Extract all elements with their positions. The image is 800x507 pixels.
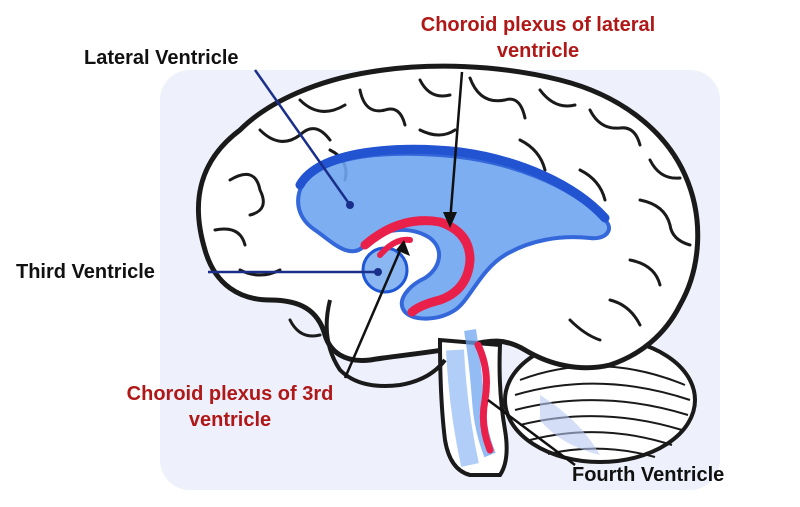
label-choroid-third-line1: Choroid plexus of 3rd <box>126 383 334 405</box>
pointer-lines <box>208 69 576 467</box>
label-choroid-lateral-line1: Choroid plexus of lateral <box>420 14 656 36</box>
pointer-lateral-ventricle <box>253 69 352 206</box>
pointer-choroid-third <box>343 245 404 379</box>
label-fourth-ventricle: Fourth Ventricle <box>572 464 725 486</box>
choroid-plexus <box>360 216 494 454</box>
arrowhead-choroid-third <box>396 240 410 256</box>
label-third-ventricle: Third Ventricle <box>16 261 155 283</box>
label-choroid-plexus-third: Choroid plexus of 3rd ventricle <box>108 381 352 433</box>
label-choroid-plexus-lateral: Choroid plexus of lateral ventricle <box>402 12 674 64</box>
temporal-lobe <box>324 299 447 388</box>
pointer-fourth-ventricle <box>487 398 576 467</box>
label-choroid-lateral-line2: ventricle <box>496 40 580 62</box>
pointer-choroid-lateral <box>448 71 464 223</box>
label-lateral-ventricle: Lateral Ventricle <box>84 47 239 69</box>
arrowhead-choroid-lateral <box>443 212 457 228</box>
label-choroid-third-line2: ventricle <box>188 409 272 431</box>
pointer-dot-lateral <box>346 201 354 209</box>
pointer-dot-third <box>374 268 382 276</box>
